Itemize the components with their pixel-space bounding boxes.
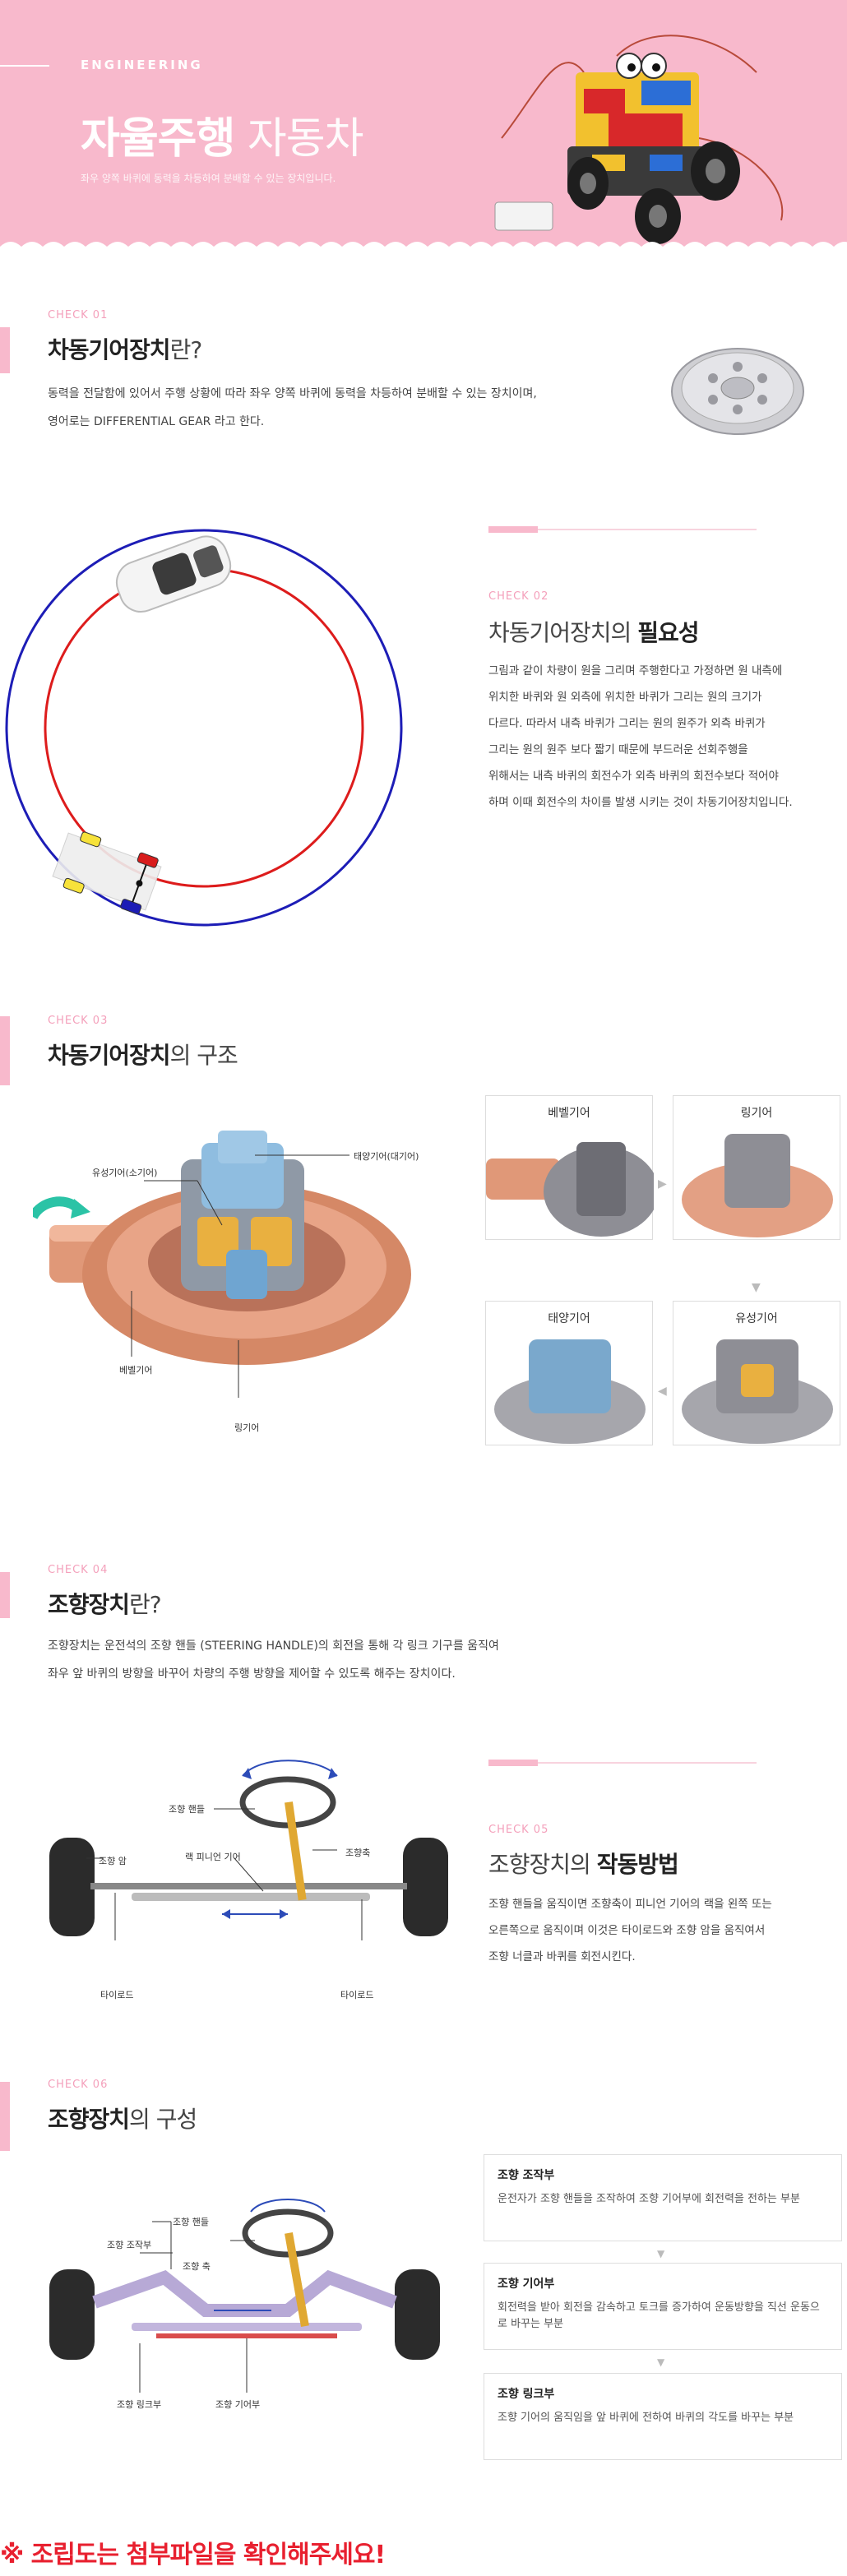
title-bold: 조향장치 (48, 1591, 130, 1618)
card-label: 링기어 (740, 1107, 773, 1120)
gear-image (671, 348, 804, 435)
description-line: 오른쪽으로 움직이며 이것은 타이로드와 조향 암을 움직여서 (488, 1924, 766, 1937)
step-card: 조향 링크부 조향 기어의 움직임을 앞 바퀴에 전하여 바퀴의 각도를 바꾸는… (484, 2373, 842, 2460)
differential-diagram (33, 1131, 411, 1398)
label-link-unit: 조향 링크부 (117, 2399, 162, 2410)
step-desc: 조향 기어의 움직임을 앞 바퀴에 전하여 바퀴의 각도를 바꾸는 부분 (498, 2412, 794, 2424)
description-line: 그림과 같이 차량이 원을 그리며 주행한다고 가정하면 원 내측에 (488, 664, 783, 678)
description-line: 위치한 바퀴와 원 외측에 위치한 바퀴가 그리는 원의 크기가 (488, 691, 762, 704)
section-title: 조향장치의 작동방법 (488, 1847, 679, 1880)
title-bold: 조향장치 (48, 2106, 130, 2133)
label-rack-pinion: 랙 피니언 기어 (185, 1852, 241, 1862)
step-desc: 운전자가 조향 핸들을 조작하여 조향 기어부에 회전력을 전하는 부분 (498, 2193, 800, 2205)
label-steering-shaft: 조향축 (345, 1848, 371, 1858)
check-label: CHECK 06 (48, 2079, 109, 2091)
scallop-edge (0, 242, 847, 247)
label-sun-gear: 태양기어(대기어) (354, 1151, 419, 1162)
label-tierod-left: 타이로드 (100, 1990, 134, 2000)
section-description: 조향장치는 운전석의 조향 핸들 (STEERING HANDLE)의 회전을 … (48, 1632, 499, 1688)
title-bold: 차동기어장치 (48, 336, 171, 363)
title-bold: 작동방법 (596, 1851, 679, 1878)
section-description: 조향 핸들을 움직이면 조향축이 피니언 기어의 랙을 왼쪽 또는 오른쪽으로 … (488, 1891, 772, 1970)
label-control-unit: 조향 조작부 (107, 2240, 152, 2250)
page-title: 자율주행 자동차 (81, 104, 363, 165)
label-tierod-right: 타이로드 (340, 1990, 374, 2000)
title-light: 란? (129, 1591, 162, 1618)
label-gear-unit: 조향 기어부 (215, 2399, 261, 2410)
card-label: 유성기어 (735, 1312, 778, 1325)
description-line: 하며 이때 회전수의 차이를 발생 시키는 것이 차동기어장치입니다. (488, 796, 793, 809)
card-label: 태양기어 (548, 1312, 590, 1325)
gear-card: 유성기어 (673, 1301, 840, 1445)
title-light: 자동차 (247, 114, 364, 164)
step-title: 조향 링크부 (498, 2388, 555, 2401)
title-light: 란? (169, 336, 203, 363)
step-desc: 회전력을 받아 회전을 감속하고 토크를 증가하여 운동방향을 직선 운동으로 … (498, 2301, 820, 2330)
section-marker (0, 327, 10, 373)
arrow-down-icon: ▼ (657, 2356, 665, 2368)
robot-car-image (494, 35, 784, 244)
title-light: 의 구조 (169, 1042, 238, 1069)
arrow-right-icon: ▶ (658, 1177, 667, 1191)
check-label: CHECK 01 (48, 309, 109, 321)
title-bold: 필요성 (637, 619, 699, 646)
title-light: 차동기어장치의 (488, 619, 632, 646)
description-line: 조향 너클과 바퀴를 회전시킨다. (488, 1950, 636, 1963)
description-line: 조향장치는 운전석의 조향 핸들 (STEERING HANDLE)의 회전을 … (48, 1639, 499, 1653)
title-bold: 차동기어장치 (48, 1042, 171, 1069)
step-card: 조향 조작부 운전자가 조향 핸들을 조작하여 조향 기어부에 회전력을 전하는… (484, 2154, 842, 2241)
decor-line (488, 526, 757, 533)
section-title: 조향장치의 구성 (48, 2102, 197, 2134)
check-label: CHECK 02 (488, 590, 549, 603)
eyebrow-line (0, 65, 49, 67)
turning-circle-diagram (5, 529, 403, 927)
label-steering-shaft: 조향 축 (183, 2261, 211, 2272)
label-ring-gear: 링기어 (234, 1422, 260, 1433)
description-line: 좌우 앞 바퀴의 방향을 바꾸어 차량의 주행 방향을 제어할 수 있도록 해주… (48, 1667, 456, 1681)
steering-components-diagram (49, 2199, 440, 2393)
page-subtitle: 좌우 양쪽 바퀴에 동력을 차등하여 분배할 수 있는 장치입니다. (81, 173, 336, 184)
title-bold: 자율주행 (81, 114, 235, 164)
title-light: 조향장치의 (488, 1851, 591, 1878)
description-line: 조향 핸들을 움직이면 조향축이 피니언 기어의 랙을 왼쪽 또는 (488, 1898, 772, 1911)
assembly-notice: ※ 조립도는 첨부파일을 확인해주세요! (0, 2541, 386, 2569)
section-title: 차동기어장치란? (48, 332, 203, 365)
description-line: 위해서는 내측 바퀴의 회전수가 외측 바퀴의 회전수보다 적어야 (488, 770, 779, 783)
section-marker (0, 1016, 10, 1085)
title-light: 의 구성 (129, 2106, 197, 2133)
section-title: 차동기어장치의 구조 (48, 1038, 238, 1071)
description-line: 동력을 전달함에 있어서 주행 상황에 따라 좌우 양쪽 바퀴에 동력을 차등하… (48, 387, 537, 400)
label-bevel-gear: 베벨기어 (119, 1365, 153, 1376)
gear-card: 태양기어 (485, 1301, 653, 1445)
label-steering-handle: 조향 핸들 (173, 2217, 209, 2227)
description-line: 영어로는 DIFFERENTIAL GEAR 라고 한다. (48, 415, 265, 428)
step-title: 조향 기어부 (498, 2278, 555, 2291)
description-line: 다르다. 따라서 내측 바퀴가 그리는 원의 원주가 외측 바퀴가 (488, 717, 766, 730)
section-description: 그림과 같이 차량이 원을 그리며 주행한다고 가정하면 원 내측에 위치한 바… (488, 658, 793, 816)
eyebrow: ENGINEERING (81, 58, 203, 72)
decor-line (488, 1760, 757, 1766)
label-pinion-gear: 유성기어(소기어) (92, 1168, 158, 1178)
section-description: 동력을 전달함에 있어서 주행 상황에 따라 좌우 양쪽 바퀴에 동력을 차등하… (48, 380, 537, 436)
label-steering-arm: 조향 암 (99, 1856, 127, 1866)
step-title: 조향 조작부 (498, 2169, 555, 2182)
check-label: CHECK 05 (488, 1824, 549, 1836)
section-title: 조향장치란? (48, 1587, 162, 1620)
section-marker (0, 1572, 10, 1618)
gear-card: 베벨기어 (485, 1095, 654, 1240)
section-title: 차동기어장치의 필요성 (488, 615, 700, 648)
description-line: 그리는 원의 원주 보다 짧기 때문에 부드러운 선회주행을 (488, 743, 748, 756)
hero-banner: ENGINEERING 자율주행 자동차 좌우 양쪽 바퀴에 동력을 차등하여 … (0, 0, 847, 247)
check-label: CHECK 03 (48, 1015, 109, 1027)
card-label: 베벨기어 (548, 1107, 590, 1120)
gear-card: 링기어 (673, 1095, 840, 1240)
label-steering-handle: 조향 핸들 (169, 1804, 205, 1815)
section-marker (0, 2082, 10, 2151)
step-card: 조향 기어부 회전력을 받아 회전을 감속하고 토크를 증가하여 운동방향을 직… (484, 2263, 842, 2350)
arrow-left-icon: ◀ (658, 1385, 667, 1398)
arrow-down-icon: ▼ (657, 2248, 665, 2259)
check-label: CHECK 04 (48, 1564, 109, 1576)
arrow-down-icon: ▼ (752, 1281, 761, 1294)
steering-system-diagram (49, 1760, 448, 1940)
